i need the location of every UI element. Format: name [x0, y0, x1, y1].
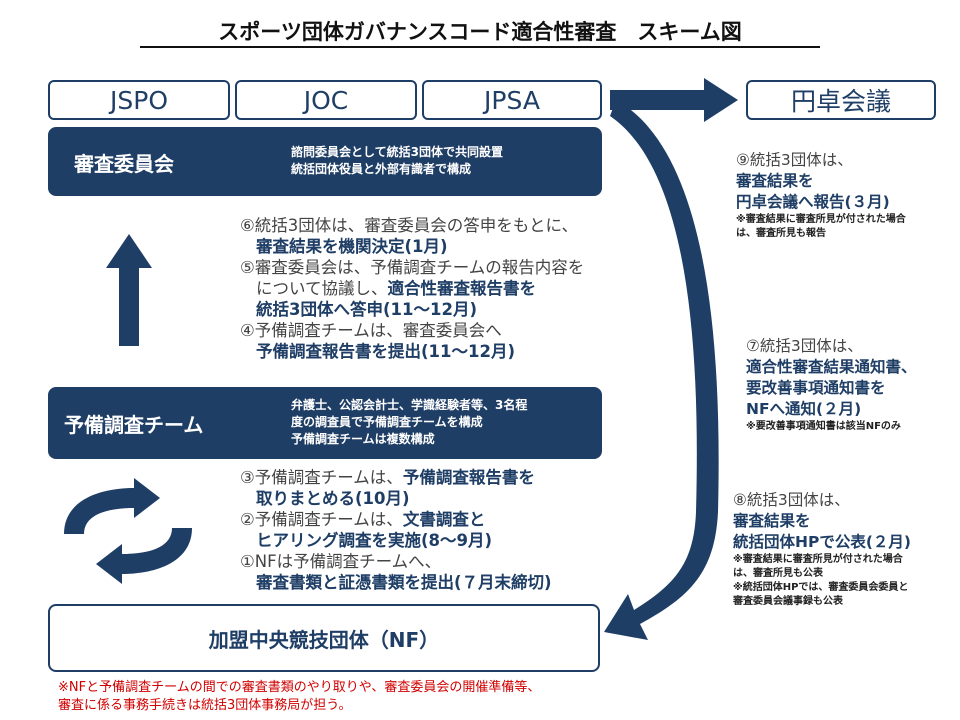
entaku-box: 円卓会議 — [746, 80, 936, 120]
footnote: ※NFと予備調査チームの間での審査書類のやり取りや、審査委員会の開催準備等、 審… — [58, 680, 541, 713]
prelim-team-box: 予備調査チーム 弁護士、公認会計士、学識経験者等、3名程 度の調査員で予備調査チ… — [48, 387, 602, 459]
review-committee-desc: 諮問委員会として統括3団体で共同設置 統括団体役員と外部有識者で構成 — [291, 145, 503, 176]
up-arrow-icon — [106, 234, 152, 346]
review-committee-box: 審査委員会 諮問委員会として統括3団体で共同設置 統括団体役員と外部有識者で構成 — [48, 127, 602, 196]
cycle-arrows-icon — [64, 478, 192, 584]
prelim-team-desc: 弁護士、公認会計士、学識経験者等、3名程 度の調査員で予備調査チームを構成 予備… — [291, 398, 528, 446]
page-title: スポーツ団体ガバナンスコード適合性審査 スキーム図 — [218, 20, 742, 44]
steps-lower: ③予備調査チームは、予備調査報告書を 取りまとめる(10月) ②予備調査チームは… — [240, 467, 552, 593]
step-6: ⑥統括3団体は、審査委員会の答申をもとに、 審査結果を機関決定(1月) — [240, 216, 578, 256]
step-5: ⑤審査委員会は、予備調査チームの報告内容を について協議し、適合性審査報告書を … — [240, 258, 585, 319]
steps-upper: ⑥統括3団体は、審査委員会の答申をもとに、 審査結果を機関決定(1月) ⑤審査委… — [240, 215, 584, 362]
step-1: ①NFは予備調査チームへ、 審査書類と証憑書類を提出(７月末締切) — [240, 552, 552, 592]
right-arrow-icon — [610, 78, 738, 122]
step-3: ③予備調査チームは、予備調査報告書を 取りまとめる(10月) — [240, 468, 535, 508]
title-underline — [140, 46, 820, 48]
step-9: ⑨統括3団体は、 審査結果を 円卓会議へ報告(３月) ※審査結果に審査所見が付さ… — [736, 151, 906, 239]
curved-arrow-icon — [604, 100, 719, 640]
org-jpsa: JPSA — [422, 80, 602, 120]
nf-box: 加盟中央競技団体（NF） — [48, 604, 600, 672]
step-4: ④予備調査チームは、審査委員会へ 予備調査報告書を提出(11～12月) — [240, 321, 516, 361]
review-committee-title: 審査委員会 — [74, 152, 174, 176]
step-8: ⑧統括3団体は、 審査結果を 統括団体HPで公表(２月) ※審査結果に審査所見が… — [733, 491, 912, 607]
step-2: ②予備調査チームは、文書調査と ヒアリング調査を実施(8～9月) — [240, 510, 493, 550]
org-joc: JOC — [235, 80, 417, 120]
prelim-team-title: 予備調査チーム — [64, 413, 204, 437]
step-7: ⑦統括3団体は、 適合性審査結果通知書、 要改善事項通知書を NFへ通知(２月)… — [746, 337, 917, 432]
org-jspo: JSPO — [48, 80, 230, 120]
